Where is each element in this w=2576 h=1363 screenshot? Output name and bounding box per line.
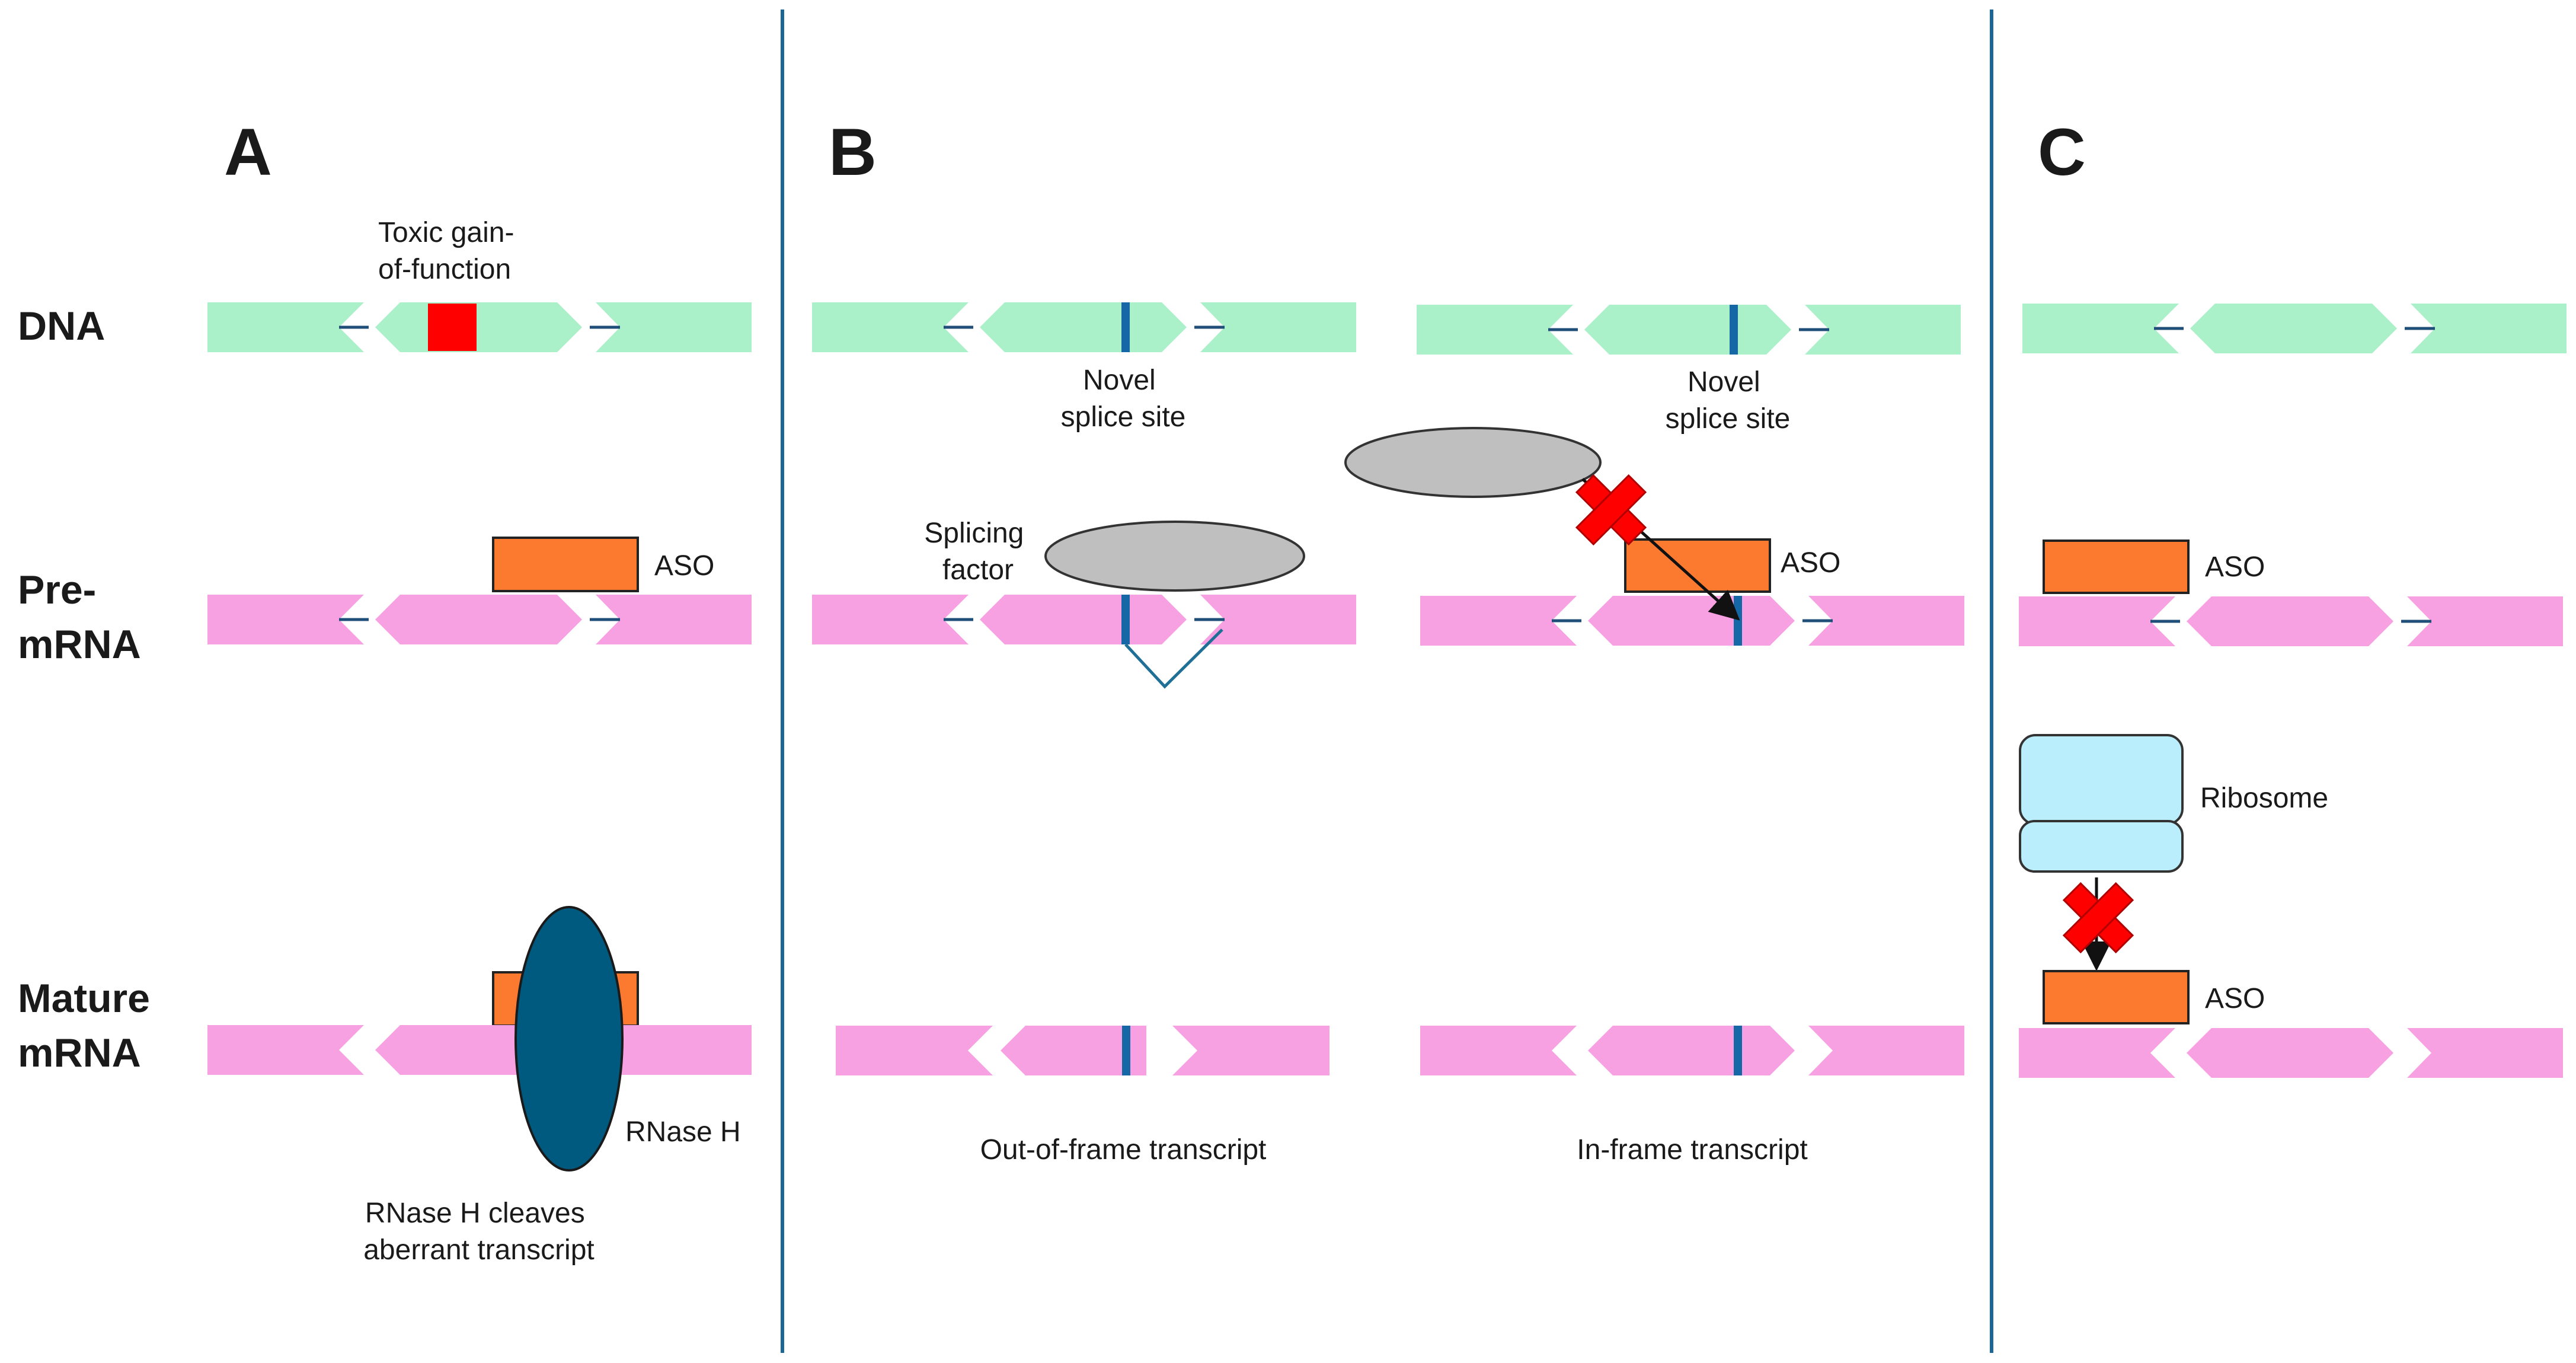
rnase-h-label: RNase H <box>625 1116 741 1148</box>
panel-c-pre-mrna-strand <box>2019 596 2563 646</box>
panel-b-mature-mrna-strand-right <box>1420 1026 1964 1075</box>
panel-letter-b: B <box>829 115 877 189</box>
novel-splice-site-mark <box>1734 1026 1742 1075</box>
aso-label: ASO <box>1781 547 1840 579</box>
row-label-mature-mrna-line2: mRNA <box>18 1030 141 1075</box>
aso-block <box>2043 970 2190 1024</box>
toxic-gain-label-line2: of-function <box>378 254 511 285</box>
novel-splice-site-label-line2: splice site <box>1666 403 1791 435</box>
in-frame-label: In-frame transcript <box>1577 1134 1807 1166</box>
row-label-pre-mrna-line2: mRNA <box>18 622 141 667</box>
panel-b-dna-strand-left <box>812 302 1356 352</box>
panel-c-dna-strand <box>2022 304 2567 353</box>
splicing-factor-label: Splicing factor <box>924 518 1031 586</box>
row-label-pre-mrna: Pre- mRNA <box>18 567 141 667</box>
toxic-gain-label: Toxic gain- of-function <box>378 217 522 285</box>
rnase-h-caption-line1: RNase H cleaves <box>365 1198 585 1229</box>
toxic-mutation <box>428 304 477 351</box>
splicing-factor-label-line1: Splicing <box>924 518 1024 549</box>
novel-splice-site-mark <box>1122 1026 1130 1075</box>
aso-label: ASO <box>654 550 714 582</box>
splicing-factor <box>1044 521 1305 592</box>
row-label-mature-mrna-line1: Mature <box>18 976 150 1021</box>
aso-label: ASO <box>2205 983 2265 1014</box>
panel-a: Toxic gain- of-function ASO RNase H RNas… <box>207 217 752 1266</box>
panel-b-mature-mrna-strand-left <box>836 1026 1329 1075</box>
panel-letter-a: A <box>224 115 272 189</box>
panel-b: Novel splice site Novel splice site Spli… <box>812 302 1964 1166</box>
rnase-h-caption-line2: aberrant transcript <box>363 1234 595 1266</box>
panel-b-pre-mrna-strand-right <box>1420 596 1964 646</box>
splicing-factor-label-line2: factor <box>942 554 1014 586</box>
panel-letter-c: C <box>2038 115 2086 189</box>
row-label-pre-mrna-line1: Pre- <box>18 567 96 612</box>
splicing-factor <box>1344 427 1602 498</box>
novel-splice-site-label: Novel splice site <box>1666 366 1791 435</box>
aso-block <box>2043 540 2190 594</box>
toxic-gain-label-line1: Toxic gain- <box>378 217 514 248</box>
rnase-h-caption: RNase H cleaves aberrant transcript <box>363 1198 595 1266</box>
out-of-frame-label: Out-of-frame transcript <box>980 1134 1267 1166</box>
panel-a-dna-strand <box>207 302 752 352</box>
panel-b-pre-mrna-strand-left <box>812 595 1356 644</box>
block-x-icon <box>1575 474 1647 546</box>
row-label-dna: DNA <box>18 304 105 349</box>
novel-splice-site-mark <box>1121 302 1130 352</box>
panel-a-pre-mrna-strand <box>207 595 752 644</box>
novel-splice-site-label-line2: splice site <box>1061 401 1186 433</box>
aso-block <box>492 537 639 592</box>
novel-splice-site-label-line1: Novel <box>1687 366 1760 398</box>
novel-splice-site-mark <box>1730 305 1738 355</box>
rnase-h-enzyme <box>514 906 624 1172</box>
aso-label: ASO <box>2205 551 2265 583</box>
novel-splice-site-label: Novel splice site <box>1061 365 1186 433</box>
panel-c-mature-mrna-strand <box>2019 1028 2563 1078</box>
novel-splice-site-mark <box>1734 596 1742 646</box>
block-x-icon <box>2062 882 2134 954</box>
row-label-mature-mrna: Mature mRNA <box>18 976 161 1075</box>
ribosome-label: Ribosome <box>2200 783 2328 814</box>
splice-junction-icon <box>1124 628 1223 689</box>
ribosome <box>2019 734 2184 873</box>
panel-c: ASO Ribosome ASO <box>2019 304 2567 1078</box>
panel-b-dna-strand-right <box>1417 305 1961 355</box>
novel-splice-site-mark <box>1121 595 1130 644</box>
panel-a-mature-mrna-strand <box>207 1025 752 1075</box>
novel-splice-site-label-line1: Novel <box>1083 365 1156 396</box>
